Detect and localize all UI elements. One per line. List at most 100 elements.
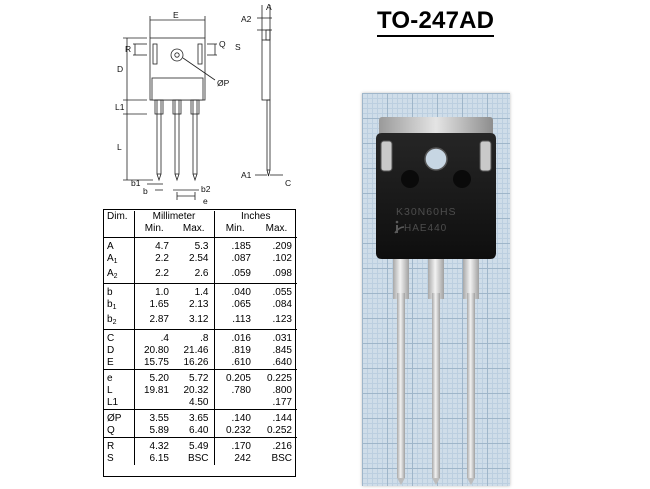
- cell-mm-max: 20.32: [174, 385, 215, 397]
- cell-dim-subscript: 2: [113, 273, 118, 280]
- dimension-table: Dim. Millimeter Inches Min. Max. Min. Ma…: [104, 211, 297, 465]
- subheader-mm-max: Max.: [174, 223, 215, 238]
- cell-dim-subscript: 1: [113, 258, 118, 265]
- cell-mm-min: 4.32: [149, 441, 169, 452]
- cell-in-max: .102: [272, 253, 292, 264]
- cell-mm-max: 2.13: [174, 299, 215, 314]
- dim-label-a2: A2: [241, 14, 252, 24]
- cell-mm-max: 1.4: [174, 283, 215, 299]
- subheader-mm-min: Min.: [134, 223, 174, 238]
- package-photo-graphic: [376, 117, 496, 485]
- cell-dim: A: [104, 237, 135, 253]
- cell-in-max: .177: [256, 397, 297, 410]
- cell-dim-label: L: [107, 385, 113, 396]
- cell-dim-label: L1: [107, 397, 119, 408]
- cell-in-max: .845: [272, 345, 292, 356]
- cell-dim: R: [104, 437, 135, 453]
- device-marking-lot-code: HAE440: [404, 223, 448, 234]
- cell-dim: A1: [104, 253, 135, 268]
- cell-in-min: .059: [214, 268, 256, 284]
- cell-in-max: BSC: [271, 453, 292, 464]
- cell-dim-label: ØP: [107, 413, 122, 424]
- lead-middle: [174, 99, 180, 175]
- cell-in-min: .113: [214, 314, 256, 330]
- cell-dim: b: [104, 283, 135, 299]
- dim-label-a: A: [266, 2, 272, 12]
- cell-dim-label: S: [107, 453, 114, 464]
- cell-in-max: .640: [256, 357, 297, 370]
- photo-lead-left: [397, 293, 405, 478]
- cell-in-max: 0.252: [256, 425, 297, 438]
- cell-mm-max: 5.72: [174, 369, 215, 385]
- package-photo: K30N60HS HAE440: [362, 93, 510, 486]
- cell-dim-label: b: [107, 287, 113, 298]
- table-row: C.4.8.016.031: [104, 329, 297, 345]
- cell-mm-max: 2.54: [174, 253, 215, 268]
- dim-label-s: S: [235, 42, 241, 52]
- cell-dim: b2: [104, 314, 135, 330]
- cell-mm-max: 5.3: [174, 237, 215, 253]
- cell-in-max: .098: [256, 268, 297, 284]
- cell-mm-min: 6.15: [149, 453, 169, 464]
- cell-dim-label: D: [107, 345, 115, 356]
- cell-mm-max: 6.40: [174, 425, 215, 438]
- cell-mm-min: 15.75: [134, 357, 174, 370]
- cell-dim-subscript: 2: [112, 319, 117, 326]
- cell-in-min: [214, 397, 256, 410]
- photo-lead-middle: [432, 293, 440, 478]
- dim-label-p: ØP: [217, 78, 230, 88]
- cell-in-max: .031: [272, 333, 292, 344]
- cell-in-max: .209: [272, 241, 292, 252]
- cell-mm-max: 3.65: [174, 409, 215, 425]
- package-title: TO-247AD: [377, 8, 495, 37]
- cell-mm-min: 5.89: [134, 425, 174, 438]
- dim-label-r: R: [125, 44, 131, 54]
- cell-mm-max: 21.46: [174, 345, 215, 357]
- cell-in-min: 0.232: [214, 425, 256, 438]
- cell-mm-max: 5.49: [174, 437, 215, 453]
- cell-mm-max: 2.6: [174, 268, 215, 284]
- subheader-empty: [104, 223, 135, 238]
- cell-in-min: .040: [231, 287, 251, 298]
- cell-in-max: .084: [272, 299, 292, 310]
- lead-left: [156, 99, 162, 175]
- header-inches: Inches: [241, 211, 271, 222]
- package-mounting-hole: [424, 147, 448, 171]
- cell-dim-label: E: [107, 357, 114, 368]
- cell-dim-label: R: [107, 441, 115, 452]
- cell-dim: e: [104, 369, 135, 385]
- cell-mm-min: .4: [160, 333, 169, 344]
- cell-dim: E: [104, 357, 135, 370]
- cell-in-min: 0.205: [225, 373, 251, 384]
- dim-label-b: b: [143, 186, 148, 196]
- cell-in-min: .185: [231, 241, 251, 252]
- dimension-table-frame: [103, 209, 296, 477]
- cell-mm-min: 1.0: [155, 287, 169, 298]
- cell-dim: S: [104, 453, 135, 465]
- cell-mm-min: 2.87: [134, 314, 174, 330]
- cell-mm-max: .8: [174, 329, 215, 345]
- dim-label-l: L: [117, 142, 122, 152]
- subheader-in-min: Min.: [214, 223, 256, 238]
- header-millimeter: Millimeter: [134, 211, 215, 223]
- cell-dim-subscript: 1: [112, 304, 117, 311]
- cell-dim: L: [104, 385, 135, 397]
- cell-dim: C: [104, 329, 135, 345]
- infineon-logo-icon: [394, 220, 405, 234]
- side-view-body: [261, 39, 271, 101]
- cell-mm-max: 3.12: [174, 314, 215, 330]
- cell-dim-label: Q: [107, 425, 115, 436]
- cell-in-min: .087: [231, 253, 251, 264]
- cell-mm-min: 3.55: [149, 413, 169, 424]
- cell-in-max: .123: [256, 314, 297, 330]
